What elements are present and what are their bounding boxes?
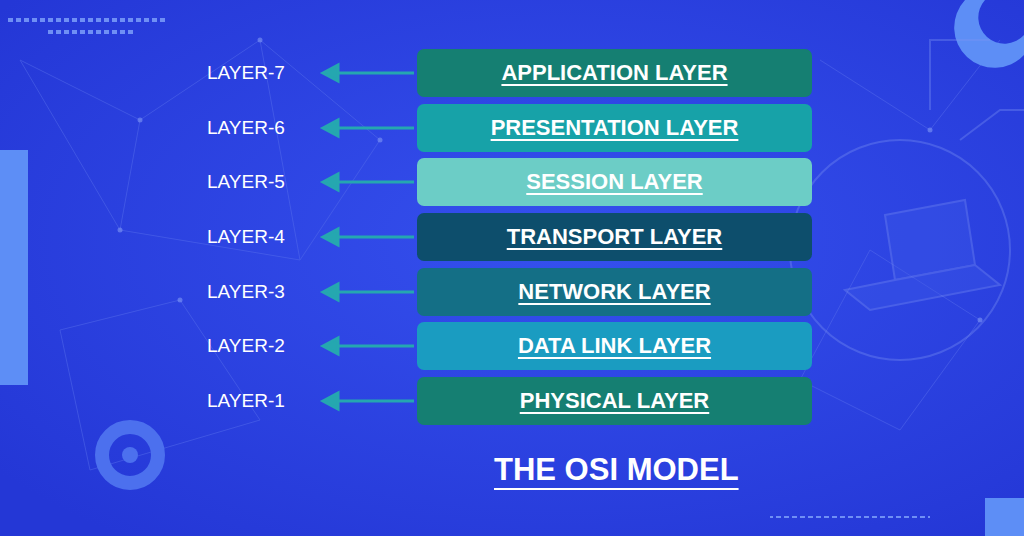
layer-band: NETWORK LAYER [417, 268, 812, 316]
diagram-title: THE OSI MODEL [494, 452, 739, 488]
layer-number: LAYER-4 [207, 226, 285, 248]
layer-name: PHYSICAL LAYER [520, 388, 710, 414]
layer-band: SESSION LAYER [417, 158, 812, 206]
layer-name: APPLICATION LAYER [501, 60, 727, 86]
layer-name: DATA LINK LAYER [518, 333, 711, 359]
layer-name: NETWORK LAYER [518, 279, 710, 305]
layer-band: APPLICATION LAYER [417, 49, 812, 97]
layer-number: LAYER-6 [207, 117, 285, 139]
layer-number: LAYER-7 [207, 62, 285, 84]
layer-number: LAYER-3 [207, 281, 285, 303]
layer-band: PRESENTATION LAYER [417, 104, 812, 152]
layer-band: DATA LINK LAYER [417, 322, 812, 370]
layer-name: TRANSPORT LAYER [507, 224, 723, 250]
layer-name: SESSION LAYER [526, 169, 702, 195]
layer-band: TRANSPORT LAYER [417, 213, 812, 261]
layer-name: PRESENTATION LAYER [491, 115, 739, 141]
layer-number: LAYER-5 [207, 171, 285, 193]
layer-band: PHYSICAL LAYER [417, 377, 812, 425]
layer-number: LAYER-2 [207, 335, 285, 357]
layer-number: LAYER-1 [207, 390, 285, 412]
